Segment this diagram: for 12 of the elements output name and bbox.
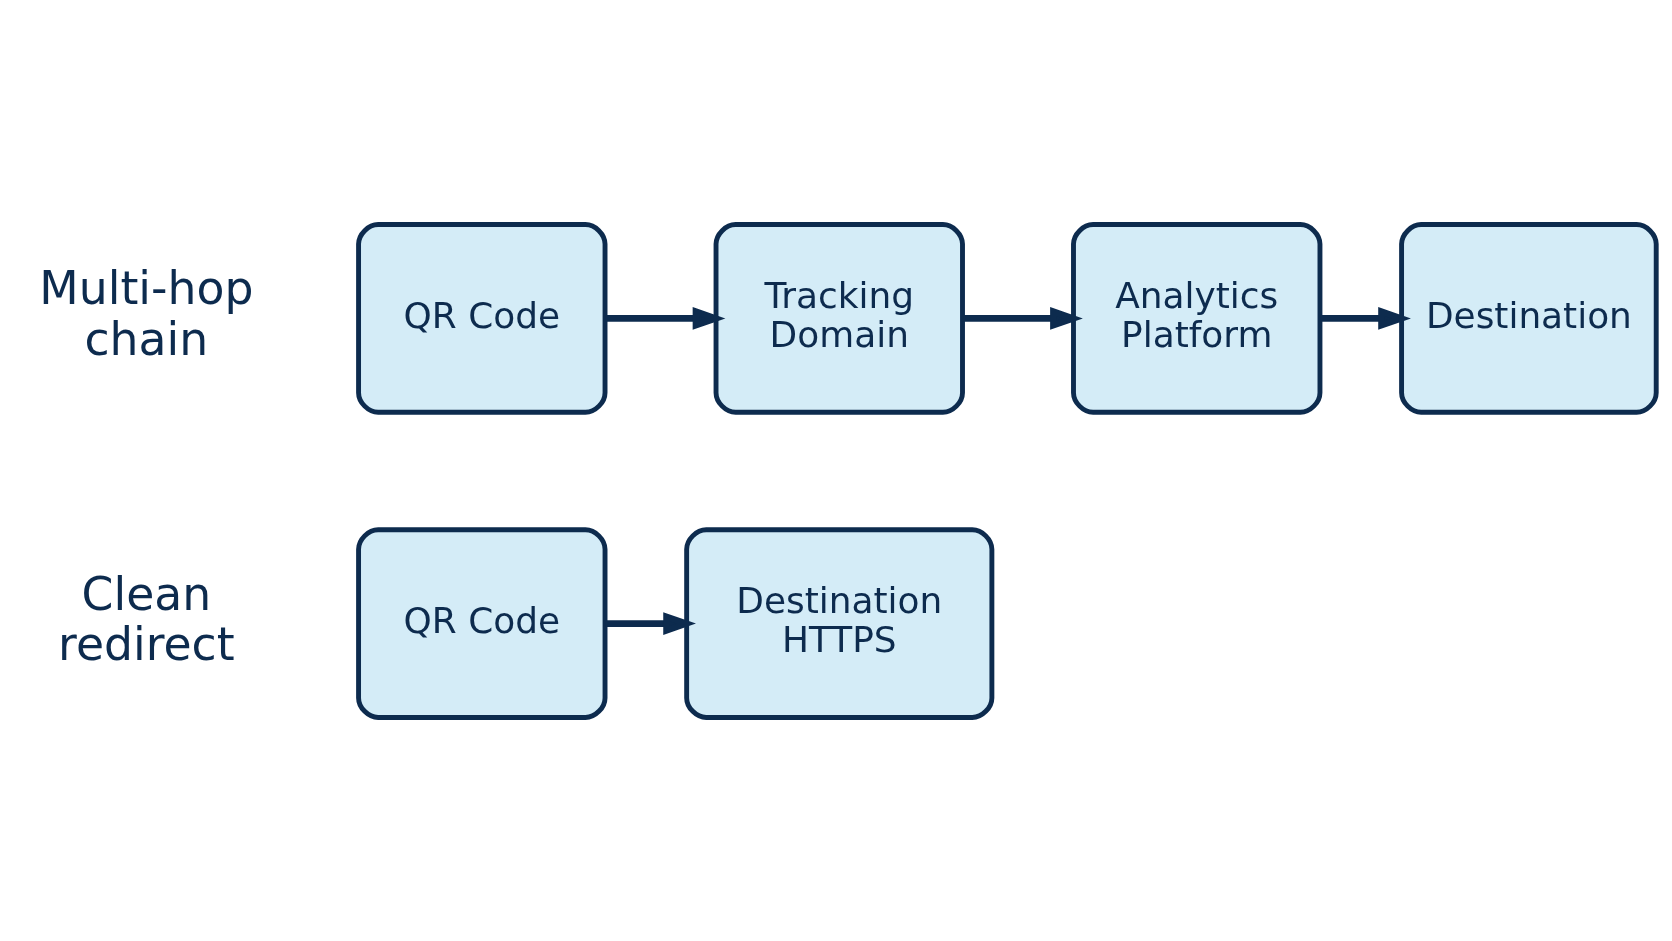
- node-box: QR Code: [356, 526, 608, 720]
- node-box: QR Code: [356, 221, 608, 415]
- node-box: Tracking Domain: [713, 221, 965, 415]
- arrow: [605, 306, 726, 330]
- arrow: [962, 306, 1083, 330]
- arrow: [1320, 306, 1411, 330]
- node-box: Destination: [1399, 221, 1659, 415]
- arrow: [605, 611, 696, 635]
- label: Clean redirect: [58, 567, 235, 671]
- label: Multi-hop chain: [39, 261, 254, 366]
- node-box: Destination HTTPS: [684, 526, 995, 720]
- node-box: Analytics Platform: [1071, 221, 1323, 415]
